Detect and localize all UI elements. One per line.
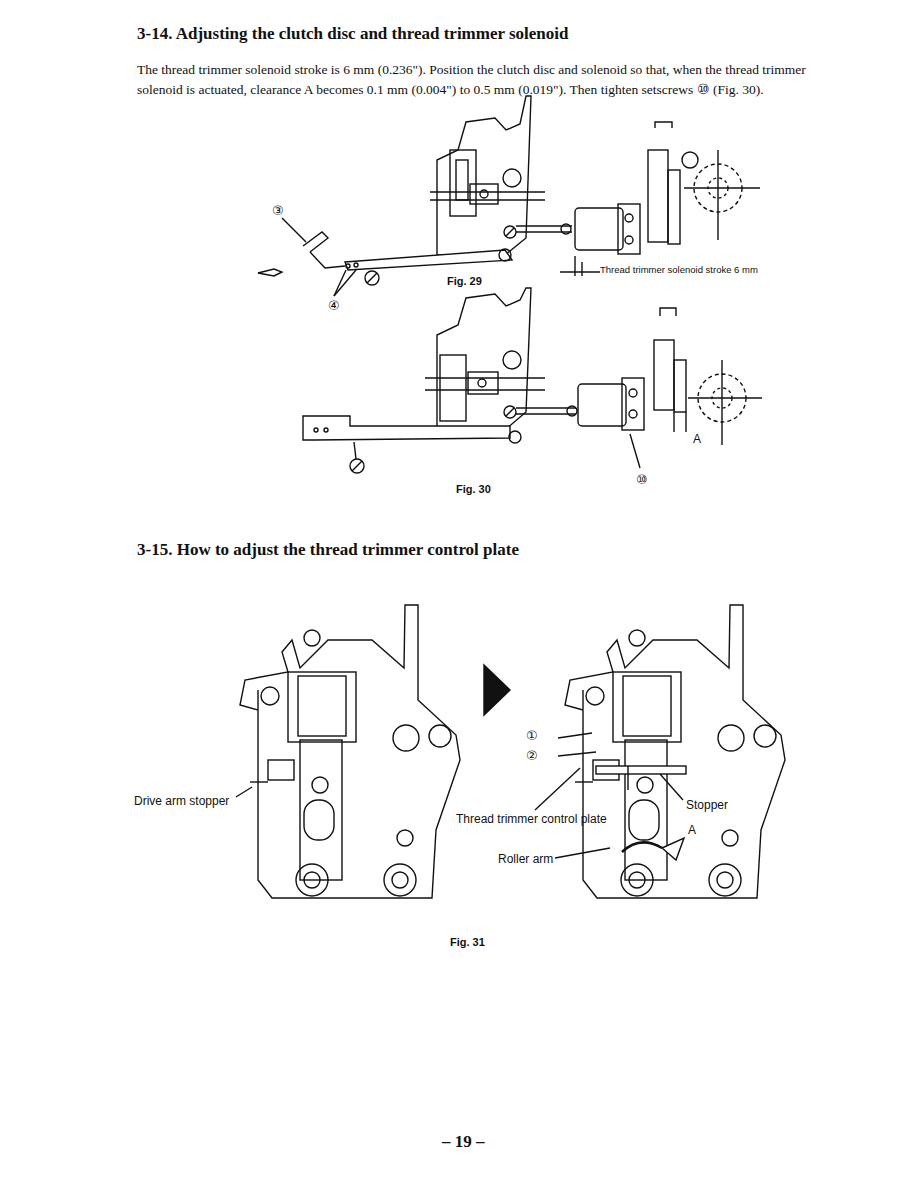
fig29-mechanism [258,96,760,296]
direction-arrow [484,665,510,715]
clearance-label: A [693,432,701,446]
part-label: Drive arm stopper [134,794,229,808]
section-heading: 3-14. Adjusting the clutch disc and thre… [137,24,568,44]
section-heading: 3-15. How to adjust the thread trimmer c… [137,540,519,560]
figure-caption: Fig. 30 [456,483,491,496]
fig30-mechanism [303,288,762,473]
callout-number: ② [526,748,538,764]
leader [236,787,252,797]
body-text: The thread trimmer solenoid stroke is 6 … [137,60,837,100]
part-label: Thread trimmer control plate [456,812,607,826]
callout-number: ③ [272,203,284,219]
part-label: Stopper [686,798,728,812]
fig31-right-parts [535,733,686,860]
callout-number: ① [526,728,538,744]
page-number: – 19 – [442,1132,485,1152]
fig31-mechanism [240,605,460,898]
figure-caption: Fig. 31 [450,936,485,949]
direction-label: A [688,823,696,837]
part-label: Roller arm [498,852,553,866]
callout-number: ④ [328,298,340,314]
figure-caption: Fig. 29 [447,275,482,288]
dimension-label: Thread trimmer solenoid stroke 6 mm [600,264,758,275]
callout-number: ⑩ [636,472,648,488]
